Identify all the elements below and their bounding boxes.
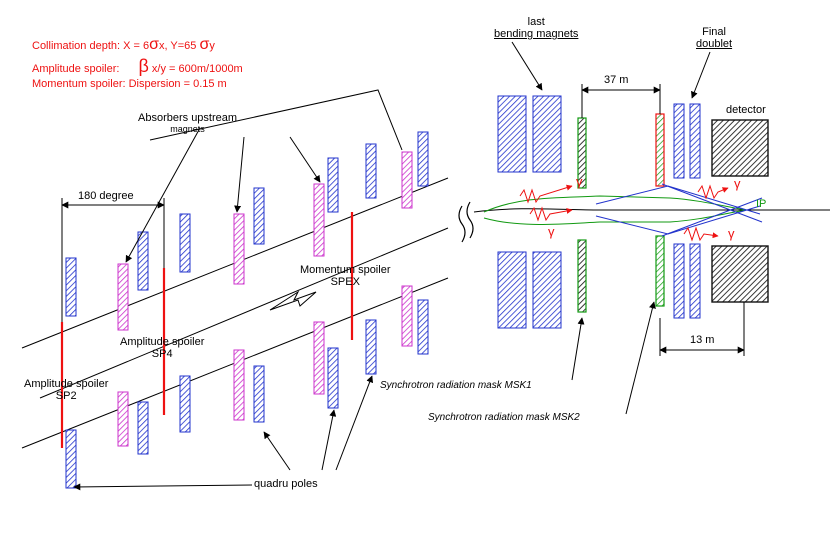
sp2-text: SP2 [55,390,77,402]
degree-label: 180 degree [78,190,134,202]
amplitude-sp4-label: Amplitude spoiler SP4 [120,336,204,360]
right-dimensions [511,41,745,415]
last-text: last [527,16,545,28]
dist-13-label: 13 m [690,334,715,346]
upper-row-magnets [65,131,429,331]
quadrupole-pointers [73,375,374,491]
dist-37-label: 37 m [604,74,629,86]
quadrupoles-label: quadru poles [254,478,318,490]
doublet-text: doublet [696,38,733,50]
amplitude-sp2-label: Amplitude spoiler SP2 [24,378,108,402]
sigma-symbol: σ [149,36,159,53]
spex-text: SPEX [330,276,360,288]
collimation-mid: x, Y=65 [158,40,197,52]
momentum-spoiler-text: Momentum spoiler [300,264,391,276]
sp4-text: SP4 [151,348,173,360]
collimation-y: y [209,40,215,52]
msk2-label: Synchrotron radiation mask MSK2 [428,412,580,423]
ip-label: IP [756,198,767,210]
amplitude-spoiler-line: Amplitude spoiler: β x/y = 600m/1000m [32,56,243,77]
last-bending-label: last bending magnets [494,16,578,40]
gamma-upper-left: γ [576,174,583,189]
sigma-symbol-2: σ [199,36,210,53]
detector-blocks [711,119,769,303]
detector-label: detector [726,104,766,116]
final-doublet [673,103,701,319]
momentum-spoiler-line: Momentum spoiler: Dispersion = 0.15 m [32,78,227,90]
amp-sp2-text: Amplitude spoiler [24,378,109,390]
momentum-spoiler-label: Momentum spoiler SPEX [300,264,390,288]
amp-sp4-text: Amplitude spoiler [120,336,205,348]
bending-magnets [497,95,562,329]
final-doublet-label: Final doublet [696,26,732,50]
absorbers-label: Absorbers upstream magnets [138,112,237,134]
gamma-upper-right: γ [734,176,741,191]
ir-beam-lines [473,183,830,237]
final-text: Final [702,26,726,38]
amplitude-suffix: x/y = 600m/1000m [151,63,243,75]
spoilers [60,212,354,448]
break-marks [458,201,474,243]
bending-text: bending magnets [494,28,579,40]
absorbers-text-2: magnets [170,124,205,134]
synchrotron-photons [519,184,729,242]
beam-direction-arrow [269,290,317,311]
msk1-label: Synchrotron radiation mask MSK1 [380,380,532,391]
absorber-pointers [125,89,403,263]
lower-row-magnets [65,285,429,489]
gamma-lower-right: γ [728,226,735,241]
sync-masks [577,113,665,313]
amplitude-prefix: Amplitude spoiler: [32,63,120,75]
beta-symbol: β [138,56,149,76]
collimation-prefix: Collimation depth: X = 6 [32,40,150,52]
gamma-lower-left: γ [548,224,555,239]
collimation-depth-line: Collimation depth: X = 6σx, Y=65 σy [32,36,215,54]
degree-dimension [61,198,165,322]
absorbers-text: Absorbers upstream [138,112,238,124]
